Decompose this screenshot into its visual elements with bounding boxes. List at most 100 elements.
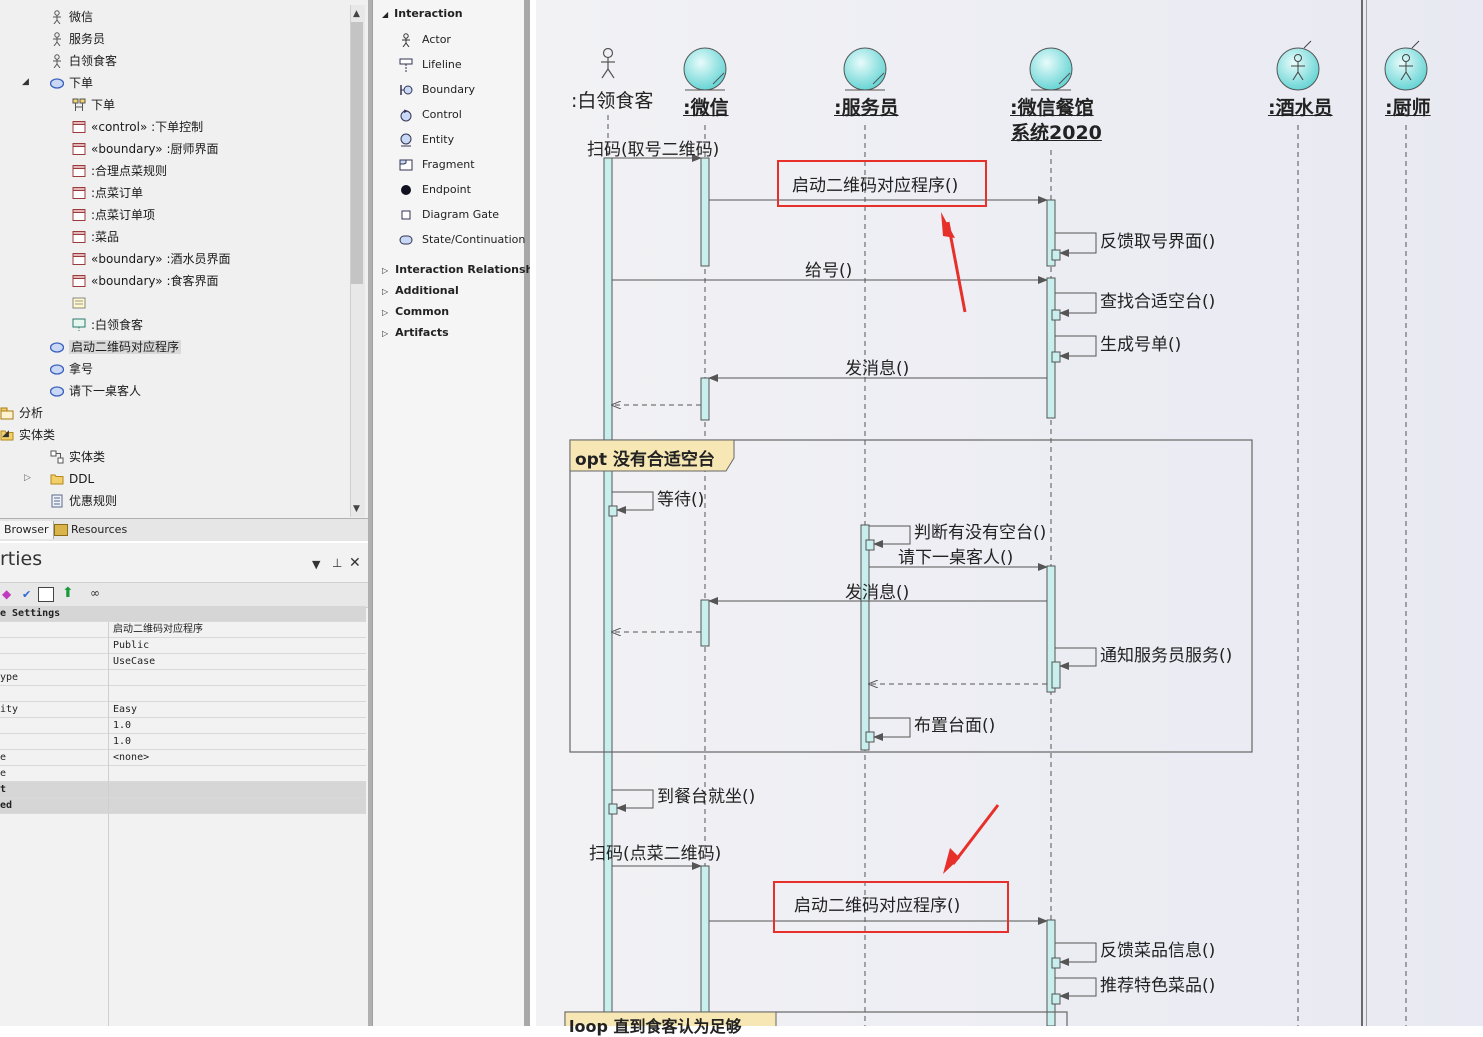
loop-fragment-label[interactable]: loop 直到食客认为足够 — [569, 1017, 742, 1036]
lifeline-waiter-label[interactable]: :服务员 — [834, 97, 899, 119]
browser-tree-item[interactable]: «boundary» :厨师界面 — [72, 139, 219, 159]
message-label[interactable]: 发消息() — [845, 359, 910, 379]
message-label[interactable]: 生成号单() — [1100, 335, 1182, 355]
system-entity-icon[interactable] — [1029, 47, 1073, 91]
message-label[interactable]: 推荐特色菜品() — [1100, 976, 1216, 996]
message-label[interactable]: 通知服务员服务() — [1100, 646, 1233, 666]
binoculars-icon[interactable]: ∞ — [90, 586, 100, 600]
toolbox-item[interactable]: Lifeline — [399, 56, 462, 74]
property-row[interactable] — [0, 686, 366, 702]
toolbox-item[interactable]: State/Continuation — [399, 231, 525, 249]
lifeline-customer-label[interactable]: :白领食客 — [571, 90, 654, 112]
property-row[interactable]: 1.0 — [0, 718, 366, 734]
message-label[interactable]: 反馈取号界面() — [1100, 232, 1216, 252]
opt-fragment[interactable] — [569, 439, 1253, 753]
panel-dropdown-icon[interactable]: ▼ — [312, 558, 321, 571]
lifeline-wechat-label[interactable]: :微信 — [683, 97, 729, 119]
property-row[interactable]: ype — [0, 670, 366, 686]
message-label[interactable]: 扫码(点菜二维码) — [589, 844, 722, 864]
browser-tree-item[interactable]: «boundary» :酒水员界面 — [72, 249, 231, 269]
message-label[interactable]: 判断有没有空台() — [914, 523, 1047, 543]
scroll-up-icon[interactable]: ▲ — [353, 9, 360, 19]
tab-resources[interactable]: Resources — [50, 521, 131, 539]
expand-triangle-icon[interactable]: ◢ — [22, 77, 29, 87]
gem-icon[interactable]: ◆ — [2, 587, 12, 601]
browser-tree-item[interactable]: 启动二维码对应程序 — [49, 337, 182, 357]
browser-tree-item[interactable]: 优惠规则 — [50, 491, 117, 511]
expand-triangle-icon[interactable]: ◢ — [2, 429, 9, 439]
browser-tree-item[interactable]: DDL — [50, 469, 94, 489]
browser-tree-item[interactable] — [72, 293, 91, 313]
browser-tree-item[interactable]: :合理点菜规则 — [72, 161, 167, 181]
message-label[interactable]: 到餐台就坐() — [657, 787, 756, 807]
property-row[interactable]: 启动二维码对应程序 — [0, 622, 366, 638]
toolbox-group[interactable]: ▷Common — [382, 305, 530, 318]
toolbox-item[interactable]: Control — [400, 106, 462, 124]
property-row[interactable]: 1.0 — [0, 734, 366, 750]
lifeline-bartender-label[interactable]: :酒水员 — [1268, 97, 1333, 119]
toolbox-group-interaction[interactable]: ◢Interaction — [382, 7, 463, 20]
message-label[interactable]: 启动二维码对应程序() — [794, 896, 961, 916]
toolbox-group[interactable]: ▷Additional — [382, 284, 530, 297]
browser-scroll-thumb[interactable] — [351, 22, 363, 284]
browser-tree-item[interactable]: 白领食客 — [50, 51, 117, 71]
bartender-actor-ball-icon[interactable] — [1276, 40, 1320, 91]
message-label[interactable]: 反馈菜品信息() — [1100, 941, 1216, 961]
close-icon[interactable]: ✕ — [349, 555, 361, 571]
arrow-up-icon[interactable]: ⬆ — [62, 585, 74, 601]
tab-browser[interactable]: Browser — [0, 521, 54, 539]
message-label[interactable]: 启动二维码对应程序() — [792, 176, 959, 196]
property-row[interactable]: t — [0, 782, 366, 798]
toolbox-item[interactable]: Entity — [400, 131, 454, 149]
browser-tree-item[interactable]: 下单 — [49, 73, 93, 93]
browser-tree-item[interactable]: :白领食客 — [72, 315, 143, 335]
browser-tree-item[interactable]: 实体类 — [0, 425, 55, 445]
toolbox-group[interactable]: ▷Interaction Relationships — [382, 263, 530, 276]
browser-tree-item[interactable]: 实体类 — [50, 447, 105, 467]
lifeline-system-label-line1[interactable]: :微信餐馆 — [1010, 97, 1094, 119]
chef-actor-ball-icon[interactable] — [1384, 40, 1428, 91]
properties-icon[interactable] — [38, 587, 54, 602]
property-row[interactable]: e — [0, 766, 366, 782]
message-label[interactable]: 扫码(取号二维码) — [587, 140, 720, 160]
collapsed-triangle-icon[interactable]: ▷ — [24, 473, 31, 483]
message-label[interactable]: 发消息() — [845, 583, 910, 603]
message-label[interactable]: 等待() — [657, 490, 705, 510]
customer-actor-icon[interactable] — [601, 47, 615, 79]
toolbox-group[interactable]: ▷Artifacts — [382, 326, 530, 339]
pin-icon[interactable]: ⊥ — [332, 556, 343, 570]
browser-tree-item[interactable]: 下单 — [72, 95, 115, 115]
browser-tree-item[interactable]: :点菜订单 — [72, 183, 143, 203]
browser-tree-item[interactable]: «boundary» :食客界面 — [72, 271, 219, 291]
browser-tree-item[interactable]: 分析 — [0, 403, 43, 423]
toolbox-item[interactable]: Diagram Gate — [400, 206, 499, 224]
browser-tree-item[interactable]: :点菜订单项 — [72, 205, 155, 225]
browser-tree-item[interactable]: 微信 — [50, 7, 93, 27]
browser-tree-item[interactable]: 拿号 — [49, 359, 93, 379]
browser-tree-item[interactable]: 请下一桌客人 — [49, 381, 141, 401]
loop-fragment[interactable] — [564, 1011, 1068, 1026]
lifeline-system-label-line2[interactable]: 系统2020 — [1011, 122, 1102, 144]
wechat-entity-icon[interactable] — [683, 47, 727, 91]
toolbox-item[interactable]: Boundary — [400, 81, 475, 99]
message-label[interactable]: 查找合适空台() — [1100, 292, 1216, 312]
browser-tree-item[interactable]: «control» :下单控制 — [72, 117, 203, 137]
property-row[interactable]: e<none> — [0, 750, 366, 766]
property-row[interactable]: UseCase — [0, 654, 366, 670]
toolbox-item[interactable]: Fragment — [399, 156, 475, 174]
toolbox-item[interactable]: Actor — [400, 31, 451, 49]
lifeline-chef-label[interactable]: :厨师 — [1385, 97, 1431, 119]
message-label[interactable]: 布置台面() — [914, 716, 996, 736]
message-label[interactable]: 给号() — [805, 261, 853, 281]
panel-splitter[interactable] — [368, 0, 372, 1026]
toolbox-item[interactable]: Endpoint — [400, 181, 471, 199]
sequence-diagram-canvas[interactable] — [536, 0, 1483, 1026]
browser-tree-item[interactable]: :菜品 — [72, 227, 119, 247]
scroll-down-icon[interactable]: ▼ — [353, 504, 360, 514]
opt-fragment-label[interactable]: opt 没有合适空台 — [575, 450, 715, 470]
property-row[interactable]: Public — [0, 638, 366, 654]
property-row[interactable]: ed — [0, 798, 366, 814]
message-label[interactable]: 请下一桌客人() — [898, 548, 1014, 568]
waiter-entity-icon[interactable] — [843, 47, 887, 91]
